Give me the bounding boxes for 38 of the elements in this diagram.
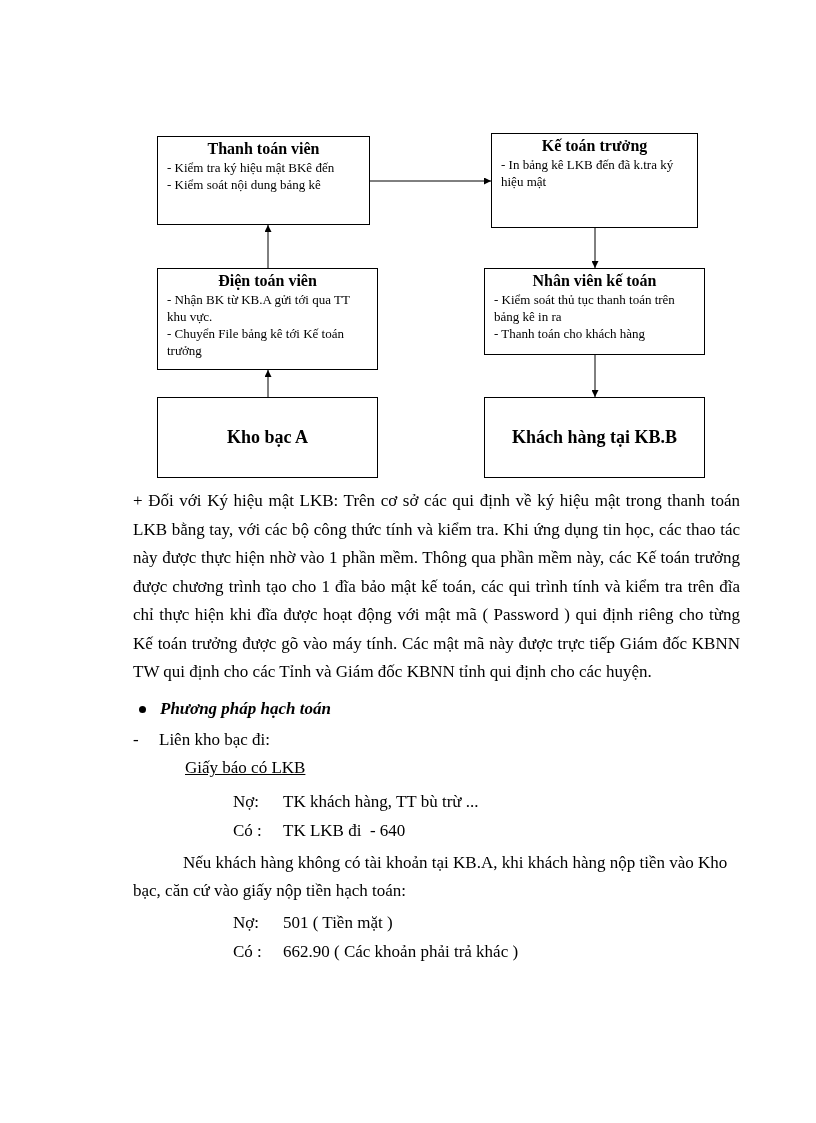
box-title: Kế toán trưởng [540,136,649,156]
process-box [484,397,705,478]
box-title: Khách hàng tại KB.B [511,426,677,449]
entry-value: 662.90 ( Các khoản phải trả khác ) [283,941,519,963]
entry-value: 501 ( Tiền mặt ) [283,911,393,934]
process-box [157,268,378,370]
entry-label: Có : [233,941,263,963]
paragraph: + Đối với Ký hiệu mật LKB: Trên cơ sở các qui định về ký hiệu mật trong thanh toán LKB bằng tay, với các bộ công thức tính và kiểm tra. Khi ứng dụng tin học, các thao tác này được thực hiện nhờ vào 1 phần mềm. Thông qua phần mềm này, các Kế toán trưởng được chương trình tạo cho 1 đĩa bảo mật kế toán, các qui trình tính và kiểm tra trên đĩa chỉ thực hiện khi đĩa được hoạt động với mật mã ( Password ) qui định riêng cho từng Kế toán trưởng được gõ vào máy tính. Các mật mã này được trực tiếp Giám đốc KBNN TW qui định cho các Tỉnh và Giám đốc KBNN tỉnh qui định cho các huyện. [133,490,740,683]
document-title: Giấy báo có LKB [185,757,307,779]
box-text: - Chuyển File bảng kê tới Kế toán trưởng [167,325,345,359]
paragraph: Nếu khách hàng không có tài khoản tại KB.A, khi khách hàng nộp tiền vào Kho bạc, căn cứ vào giấy nộp tiền hạch toán: [133,851,729,902]
box-title: Điện toán viên [217,271,318,291]
box-text: - Kiểm tra ký hiệu mật BKê đến [167,159,336,176]
box-title: Kho bạc A [227,426,308,449]
entry-label: Nợ: [233,911,260,934]
box-title: Thanh toán viên [206,139,321,159]
process-box [484,268,705,355]
arrow [369,177,492,185]
process-box [491,133,698,228]
entry-value: TK khách hàng, TT bù trừ ... [283,790,479,813]
box-text: - Thanh toán cho khách hàng [494,325,647,342]
arrow [591,354,599,398]
list-item: Liên kho bạc đi: [159,728,270,751]
list-dash: - [133,728,140,751]
box-text: - Kiểm soát thủ tục thanh toán trên bảng kê in ra [494,291,676,325]
box-text: - Nhận BK từ KB.A gửi tới qua TT khu vực. [167,291,351,325]
process-box [157,136,370,225]
entry-label: Có : [233,820,263,842]
box-title: Nhân viên kế toán [531,271,658,291]
box-text: - Kiểm soát nội dung bảng kê [167,176,322,193]
arrow [264,369,272,398]
entry-value: TK LKB đi - 640 [283,820,406,842]
box-text: - In bảng kê LKB đến đã k.tra ký hiệu mật [501,156,675,190]
arrow [591,227,599,269]
entry-label: Nợ: [233,790,260,813]
arrow [264,224,272,269]
process-box [157,397,378,478]
section-heading: Phương pháp hạch toán [160,698,331,721]
